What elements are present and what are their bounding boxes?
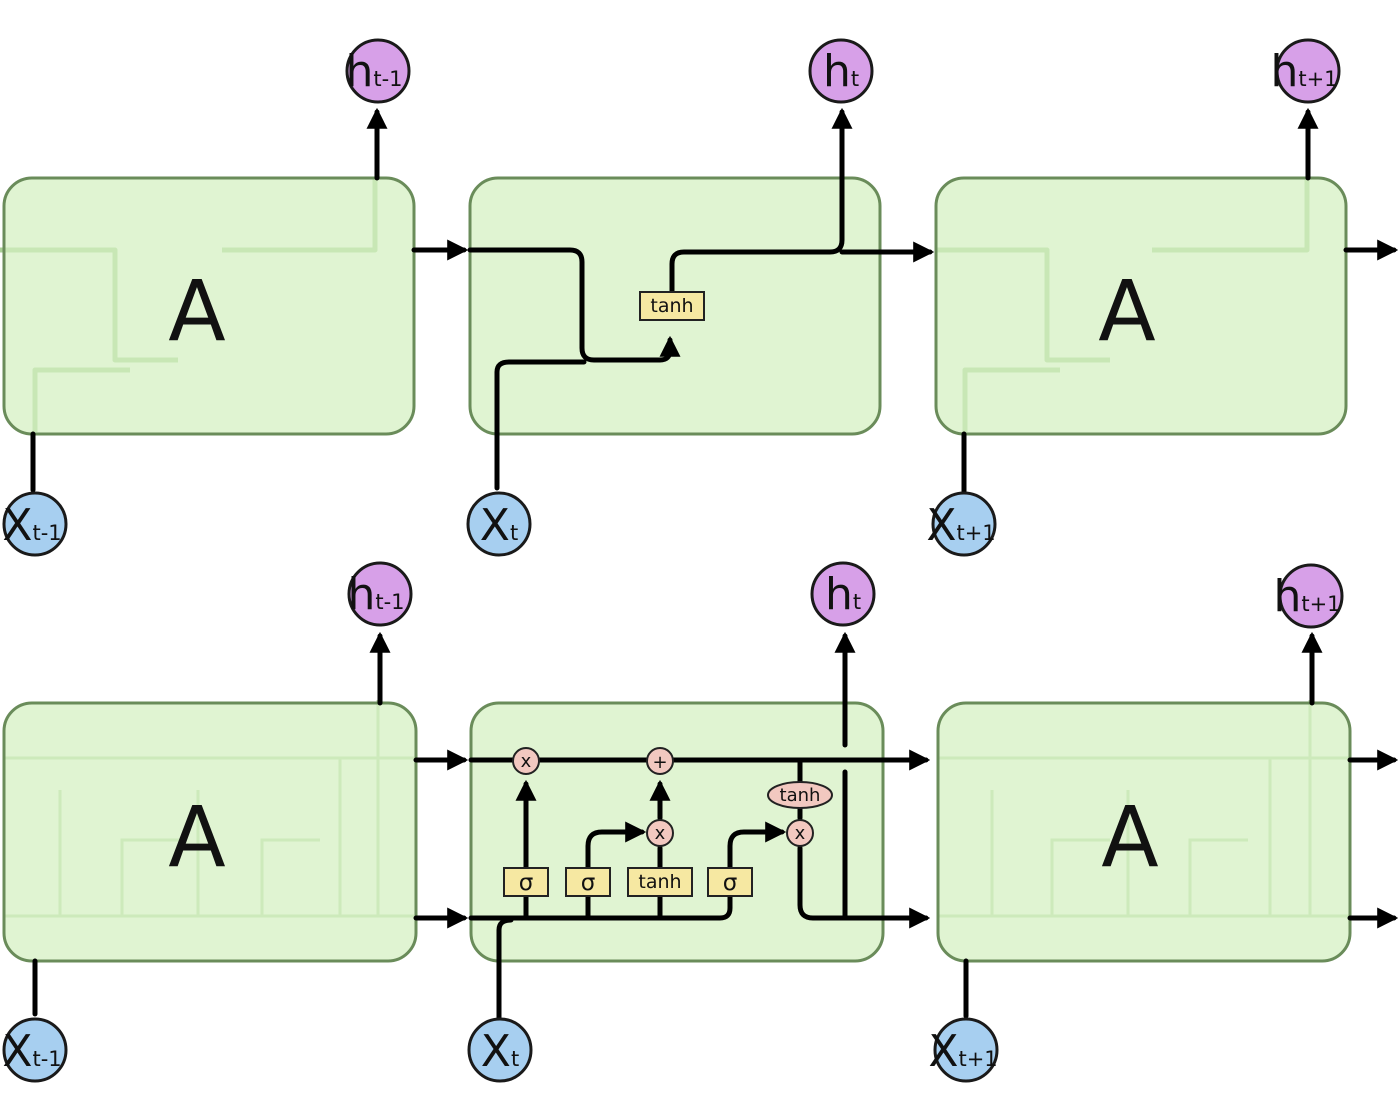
lstm-output-gate-wire (727, 821, 787, 871)
svg-text:Xt+1: Xt+1 (928, 1026, 997, 1077)
rnn-cell-next: A (934, 176, 1348, 436)
svg-text:σ: σ (581, 870, 596, 896)
svg-text:ht-1: ht-1 (347, 569, 404, 620)
lstm-input-wire (496, 917, 514, 1021)
svg-text:Xt: Xt (481, 1026, 519, 1077)
cell-label: A (168, 262, 225, 360)
lstm-forget-sigma-layer: σ (503, 867, 549, 897)
cell-label: A (1098, 262, 1155, 360)
cell-label: A (1101, 788, 1158, 886)
svg-text:Xt: Xt (480, 500, 518, 551)
svg-text:Xt-1: Xt-1 (2, 500, 61, 551)
svg-text:ht: ht (823, 46, 859, 97)
x-node-prev: Xt-1 (2, 491, 68, 557)
lstm-input-sigma-layer: σ (565, 867, 611, 897)
rnn-tanh-label: tanh (650, 295, 693, 317)
lstm-input-multiply: x (646, 819, 674, 847)
svg-text:ht+1: ht+1 (1273, 571, 1340, 622)
x-node-next: Xt+1 (928, 1017, 999, 1083)
lstm-cell-box-next (936, 701, 1352, 963)
rnn-cell-curr: tanh (467, 176, 882, 491)
rnn-output-wire (669, 177, 845, 295)
h-node-prev: ht-1 (347, 561, 413, 627)
lstm-cell-prev: A (2, 700, 418, 963)
lstm-row: A (2, 561, 1399, 1083)
h-node-next: ht+1 (1273, 563, 1344, 629)
svg-text:Xt-1: Xt-1 (2, 1026, 61, 1077)
x-node-next: Xt+1 (926, 491, 997, 557)
lstm-candidate-tanh-layer: tanh (627, 867, 693, 897)
svg-text:ht: ht (825, 569, 861, 620)
h-node-next: ht+1 (1270, 38, 1341, 104)
svg-text:ht-1: ht-1 (345, 46, 402, 97)
svg-text:ht+1: ht+1 (1270, 46, 1337, 97)
rnn-cell-box-next (934, 176, 1348, 436)
lstm-hidden-bus (468, 893, 733, 921)
lstm-output-sigma-layer: σ (707, 867, 753, 897)
lstm-cell-box-prev (2, 701, 418, 963)
rnn-tanh-layer (639, 291, 705, 321)
rnn-cell-box-prev (2, 176, 416, 436)
rnn-cell-prev: A (0, 176, 416, 436)
lstm-forget-multiply: x (512, 747, 540, 775)
lstm-hidden-out-wire (797, 845, 931, 929)
lstm-cell-next: A (936, 700, 1352, 963)
svg-text:+: + (652, 752, 667, 773)
svg-text:σ: σ (723, 870, 738, 896)
svg-text:Xt+1: Xt+1 (926, 500, 995, 551)
lstm-input-gate-wire (585, 821, 647, 921)
lstm-cell-add: + (646, 747, 674, 775)
x-node-prev: Xt-1 (2, 1017, 68, 1083)
lstm-cell-box-curr (469, 701, 885, 963)
h-node-curr: ht (808, 38, 874, 104)
svg-text:tanh: tanh (638, 871, 681, 893)
lstm-output-multiply: x (786, 819, 814, 847)
rnn-row: A tanh A ht- (0, 38, 1399, 557)
x-node-curr: Xt (466, 491, 532, 557)
rnn-input-wire (494, 359, 587, 491)
svg-text:tanh: tanh (780, 785, 821, 806)
svg-text:x: x (655, 823, 666, 844)
cell-label: A (168, 788, 225, 886)
svg-text:x: x (521, 751, 532, 772)
svg-text:x: x (795, 823, 806, 844)
lstm-cell-tanh-op: tanh (767, 781, 833, 809)
h-node-prev: ht-1 (345, 38, 411, 104)
lstm-cell-curr: x + x x tanh σ (468, 697, 931, 1021)
h-node-curr: ht (810, 561, 876, 627)
svg-text:σ: σ (519, 870, 534, 896)
rnn-hidden-in-wire (467, 247, 681, 363)
x-node-curr: Xt (467, 1017, 533, 1083)
